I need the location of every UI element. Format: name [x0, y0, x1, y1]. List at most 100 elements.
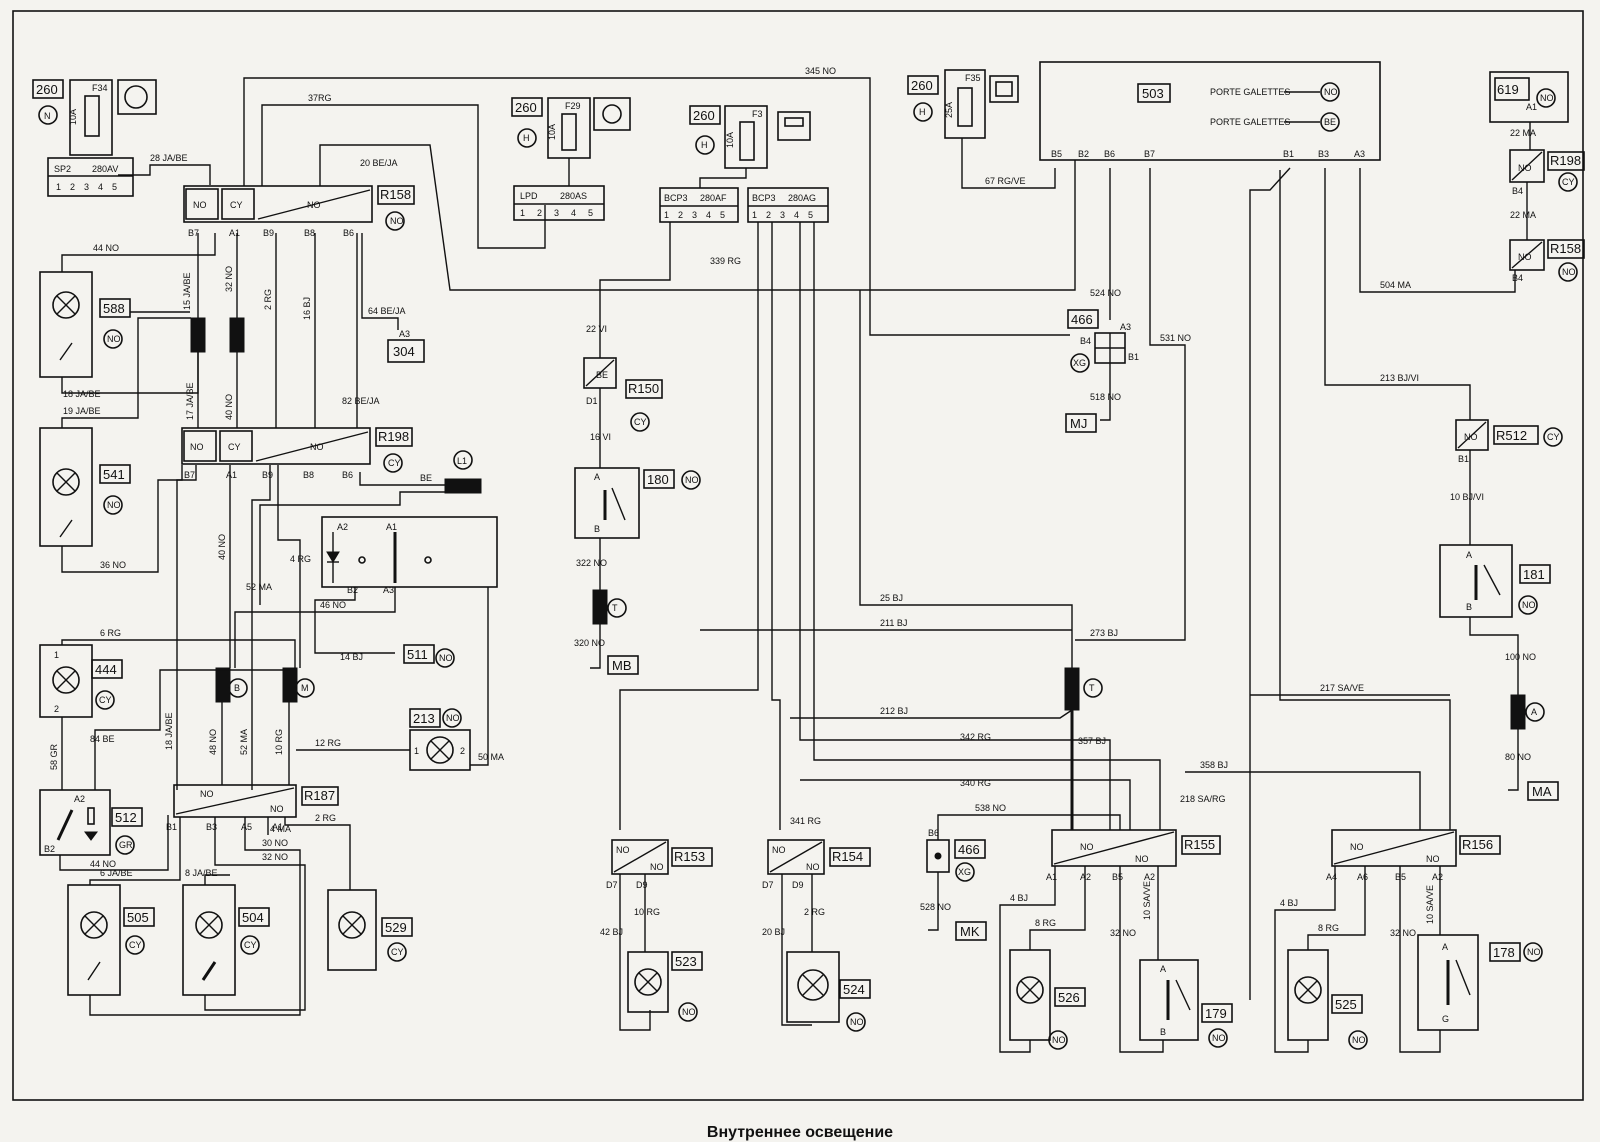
- svg-text:1: 1: [664, 210, 669, 220]
- svg-text:339 RG: 339 RG: [710, 256, 741, 266]
- svg-text:2: 2: [70, 182, 75, 192]
- svg-text:22 VI: 22 VI: [586, 324, 607, 334]
- svg-text:6 JA/BE: 6 JA/BE: [100, 868, 133, 878]
- svg-text:B: B: [234, 683, 240, 693]
- svg-text:58 GR: 58 GR: [49, 743, 59, 770]
- svg-text:17 JA/BE: 17 JA/BE: [185, 382, 195, 420]
- svg-text:32 NO: 32 NO: [224, 266, 234, 292]
- connector-r150: BE R150 CY D1: [583, 357, 663, 432]
- svg-text:358 BJ: 358 BJ: [1200, 760, 1228, 770]
- svg-text:R150: R150: [628, 381, 659, 396]
- svg-text:M: M: [301, 683, 309, 693]
- svg-text:538 NO: 538 NO: [975, 803, 1006, 813]
- svg-text:NO: NO: [200, 789, 214, 799]
- lamp-504: 504 CY: [182, 884, 270, 996]
- svg-text:NO: NO: [190, 442, 204, 452]
- svg-text:10 BJ/VI: 10 BJ/VI: [1450, 492, 1484, 502]
- svg-text:R155: R155: [1184, 837, 1215, 852]
- svg-text:340 RG: 340 RG: [960, 778, 991, 788]
- svg-text:NO: NO: [307, 200, 321, 210]
- svg-text:2: 2: [537, 208, 542, 218]
- svg-text:44 NO: 44 NO: [90, 859, 116, 869]
- module-619: 619 NO A1: [1489, 71, 1569, 123]
- svg-text:NO: NO: [1518, 163, 1532, 173]
- svg-text:10 SA/VE: 10 SA/VE: [1425, 885, 1435, 924]
- connector-r198-main: NO CY NO R198 CY B7 A1 B9 B8 B6: [181, 427, 413, 480]
- svg-text:32 NO: 32 NO: [1390, 928, 1416, 938]
- lamp-588: 588 NO: [39, 271, 131, 378]
- svg-text:3: 3: [554, 208, 559, 218]
- svg-text:NO: NO: [1518, 252, 1532, 262]
- svg-text:NO: NO: [1426, 854, 1440, 864]
- svg-text:A2: A2: [74, 794, 85, 804]
- svg-text:5: 5: [720, 210, 725, 220]
- svg-text:NO: NO: [193, 200, 207, 210]
- lamp-526: 526 NO: [1009, 949, 1086, 1050]
- svg-text:H: H: [523, 133, 530, 143]
- svg-text:A4: A4: [1326, 872, 1337, 882]
- svg-text:1: 1: [520, 208, 525, 218]
- lamp-529: 529 CY: [327, 889, 413, 971]
- svg-text:R198: R198: [1550, 153, 1581, 168]
- svg-text:A: A: [1531, 707, 1537, 717]
- svg-text:B3: B3: [1318, 149, 1329, 159]
- svg-text:36 NO: 36 NO: [100, 560, 126, 570]
- svg-text:341 RG: 341 RG: [790, 816, 821, 826]
- svg-text:CY: CY: [228, 442, 241, 452]
- svg-text:NO: NO: [439, 653, 453, 663]
- svg-text:213 BJ/VI: 213 BJ/VI: [1380, 373, 1419, 383]
- svg-text:16 VI: 16 VI: [590, 432, 611, 442]
- svg-text:B3: B3: [206, 822, 217, 832]
- ground-mk: [955, 921, 987, 941]
- svg-text:528 NO: 528 NO: [920, 902, 951, 912]
- lamp-525: 525 NO: [1287, 949, 1368, 1050]
- switch-178: A G 178 NO: [1417, 934, 1543, 1031]
- svg-text:273 BJ: 273 BJ: [1090, 628, 1118, 638]
- svg-text:280AV: 280AV: [92, 164, 118, 174]
- svg-text:A1: A1: [226, 470, 237, 480]
- svg-text:5: 5: [808, 210, 813, 220]
- svg-text:260: 260: [911, 78, 933, 93]
- connector-r187: NO NO R187 B1 B3 A5 A1: [166, 784, 339, 832]
- svg-text:T: T: [1089, 683, 1095, 693]
- svg-text:A3: A3: [399, 329, 410, 339]
- svg-text:25A: 25A: [944, 102, 954, 118]
- svg-text:524 NO: 524 NO: [1090, 288, 1121, 298]
- svg-text:1: 1: [56, 182, 61, 192]
- svg-text:R158: R158: [1550, 241, 1581, 256]
- svg-text:B1: B1: [1458, 454, 1469, 464]
- svg-text:B7: B7: [184, 470, 195, 480]
- svg-text:NO: NO: [310, 442, 324, 452]
- svg-text:523: 523: [675, 954, 697, 969]
- svg-text:D7: D7: [762, 880, 774, 890]
- svg-text:B6: B6: [1104, 149, 1115, 159]
- splice-left-1: [190, 317, 206, 353]
- courtesy-light-icon: [784, 117, 804, 127]
- svg-text:40 NO: 40 NO: [224, 394, 234, 420]
- svg-text:A1: A1: [229, 228, 240, 238]
- svg-text:NO: NO: [446, 713, 460, 723]
- svg-text:280AG: 280AG: [788, 193, 816, 203]
- svg-text:R154: R154: [832, 849, 863, 864]
- svg-text:H: H: [919, 107, 926, 117]
- svg-text:304: 304: [393, 344, 415, 359]
- svg-text:2 RG: 2 RG: [315, 813, 336, 823]
- lamp-523: 523 NO: [627, 951, 703, 1022]
- ceiling-light-icon: [124, 85, 148, 109]
- svg-text:NO: NO: [1540, 93, 1554, 103]
- lamp-444: 1 2 444 CY: [39, 644, 123, 718]
- svg-text:80 NO: 80 NO: [1505, 752, 1531, 762]
- svg-text:PORTE GALETTES: PORTE GALETTES: [1210, 87, 1290, 97]
- junction-466: 466 A3 B4 B1 XG: [1067, 309, 1139, 373]
- svg-text:LPD: LPD: [520, 191, 538, 201]
- svg-text:1: 1: [752, 210, 757, 220]
- svg-text:4: 4: [706, 210, 711, 220]
- svg-text:8 RG: 8 RG: [1035, 918, 1056, 928]
- svg-text:529: 529: [385, 920, 407, 935]
- svg-text:444: 444: [95, 662, 117, 677]
- svg-text:3: 3: [692, 210, 697, 220]
- svg-text:NO: NO: [107, 334, 121, 344]
- svg-text:4: 4: [571, 208, 576, 218]
